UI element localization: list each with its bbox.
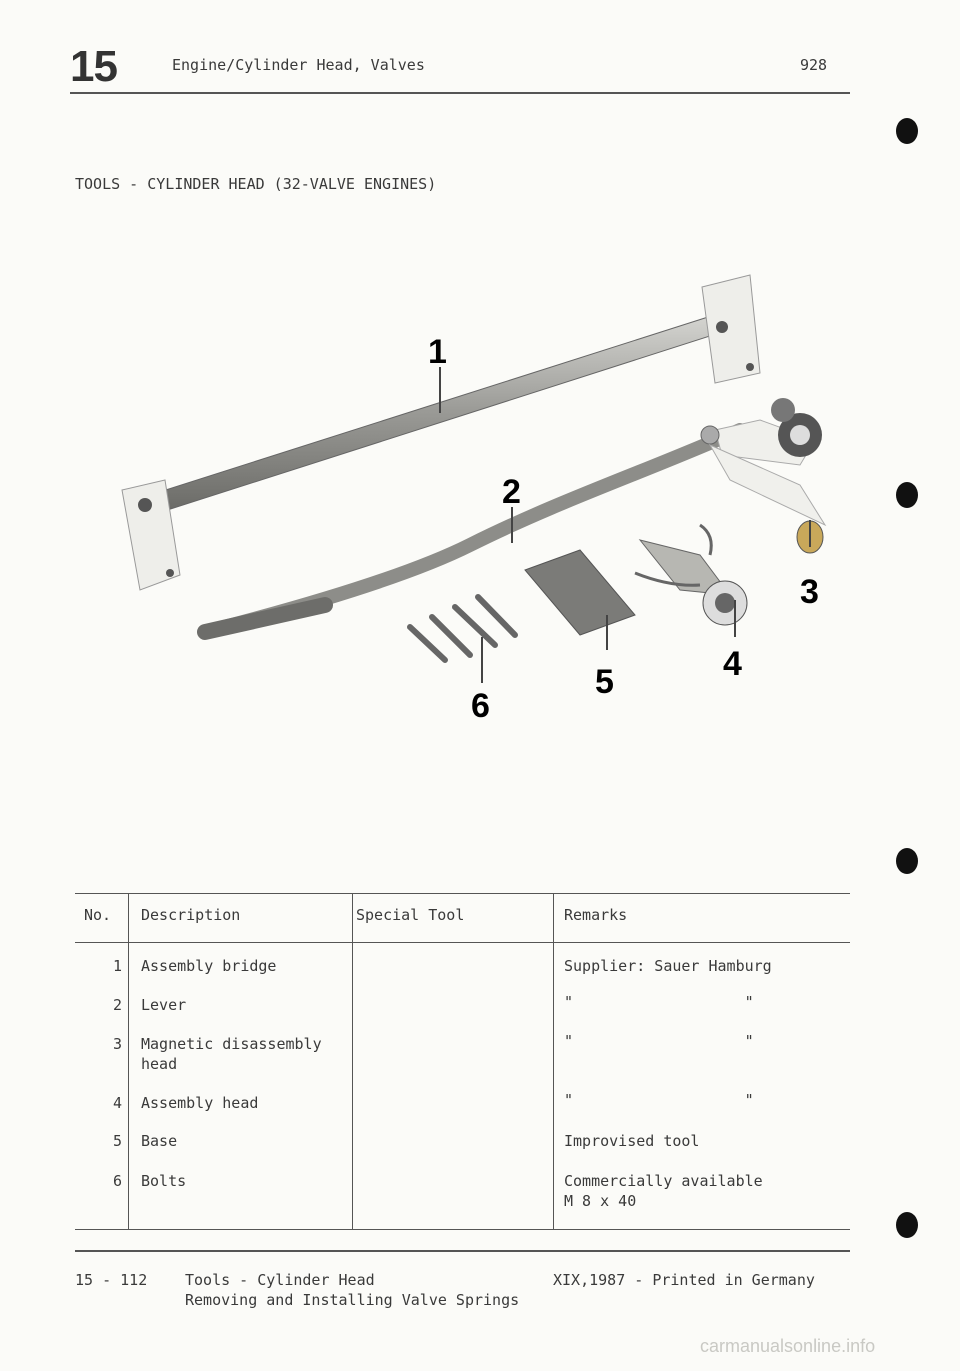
bolts xyxy=(407,594,518,663)
tools-illustration: 1 2 3 4 5 6 xyxy=(110,255,850,725)
table-footer-rule xyxy=(75,1250,850,1252)
table-top-rule xyxy=(75,893,850,894)
footer-title: Tools - Cylinder Head xyxy=(185,1271,375,1289)
table-row-description: Assembly head xyxy=(141,1094,259,1112)
section-title: TOOLS - CYLINDER HEAD (32-VALVE ENGINES) xyxy=(75,175,437,193)
binder-hole xyxy=(896,482,918,508)
page-reference: 15 - 112 xyxy=(75,1271,148,1289)
table-row-no: 5 xyxy=(112,1132,122,1150)
table-row-no: 3 xyxy=(112,1035,122,1053)
callout-3: 3 xyxy=(800,573,819,611)
callout-2: 2 xyxy=(502,473,521,511)
table-header-rule xyxy=(75,942,850,943)
table-row-description: Magnetic disassembly xyxy=(141,1035,322,1053)
table-row-description: Assembly bridge xyxy=(141,957,277,975)
column-divider xyxy=(128,893,129,1229)
table-row-remarks: Improvised tool xyxy=(564,1132,700,1150)
column-divider xyxy=(352,893,353,1229)
callout-5: 5 xyxy=(595,663,614,701)
callout-6: 6 xyxy=(471,687,490,725)
table-row-remarks: Commercially available xyxy=(564,1172,763,1190)
table-row-remarks: " " xyxy=(564,1032,754,1050)
binder-hole xyxy=(896,118,918,144)
bridge-block-left xyxy=(121,479,181,591)
binder-hole xyxy=(896,848,918,874)
bridge-block-right xyxy=(701,274,761,384)
table-row-remarks-cont: M 8 x 40 xyxy=(564,1192,637,1210)
header-description: Description xyxy=(141,906,241,924)
print-info: XIX,1987 - Printed in Germany xyxy=(553,1271,815,1289)
table-row-description: Lever xyxy=(141,996,187,1014)
header-special-tool: Special Tool xyxy=(356,906,465,924)
table-row-no: 4 xyxy=(112,1094,122,1112)
header-remarks: Remarks xyxy=(564,906,628,924)
table-row-remarks: Supplier: Sauer Hamburg xyxy=(564,957,772,975)
table-row-no: 6 xyxy=(112,1172,122,1190)
lever-pivot xyxy=(700,398,827,554)
table-row-no: 1 xyxy=(112,957,122,975)
table-bottom-rule xyxy=(75,1229,850,1230)
table-row-no: 2 xyxy=(112,996,122,1014)
watermark: carmanualsonline.info xyxy=(700,1336,876,1356)
table-row-description-cont: head xyxy=(141,1055,178,1073)
table-row-description: Base xyxy=(141,1132,178,1150)
model-number: 928 xyxy=(800,56,828,74)
table-row-description: Bolts xyxy=(141,1172,187,1190)
header-rule xyxy=(70,92,850,94)
column-divider xyxy=(553,893,554,1229)
callout-4: 4 xyxy=(723,645,742,683)
table-row-remarks: " " xyxy=(564,993,754,1011)
binder-hole xyxy=(896,1212,918,1238)
chapter-title: Engine/Cylinder Head, Valves xyxy=(172,56,425,74)
header-no: No. xyxy=(84,906,112,924)
table-row-remarks: " " xyxy=(564,1091,754,1109)
callout-1: 1 xyxy=(428,333,447,371)
footer-subtitle: Removing and Installing Valve Springs xyxy=(185,1291,520,1309)
chapter-number: 15 xyxy=(70,42,118,91)
assembly-head xyxy=(634,523,748,626)
